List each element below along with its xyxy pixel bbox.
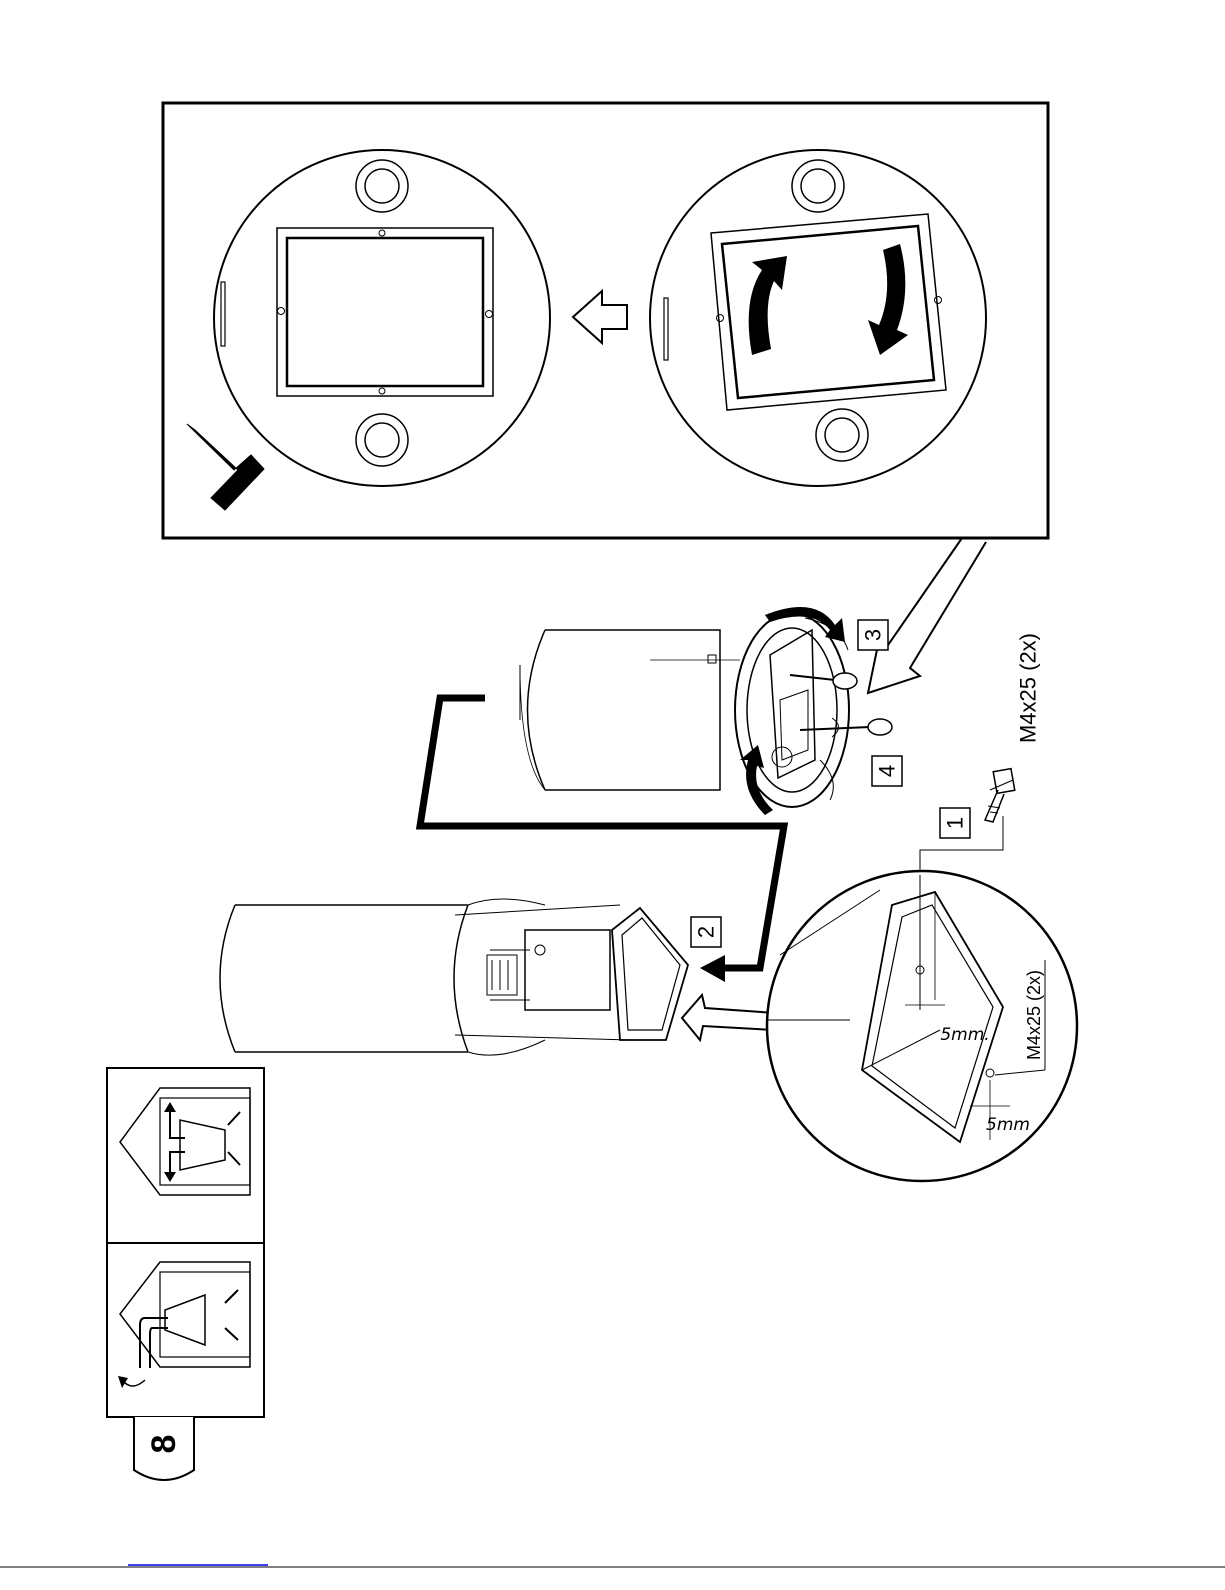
detail-link-arrow: [868, 538, 986, 693]
screw-spec-label: M4x25 (2x): [1016, 633, 1041, 743]
step-1-label: 1: [940, 808, 970, 838]
frame-rotating-circle: [650, 150, 986, 486]
screw-icon: [985, 769, 1015, 822]
hollow-arrow-detail-icon: [682, 995, 775, 1040]
hood-cylinder-top: [520, 607, 892, 815]
frame-rotation-panel: [163, 103, 1048, 538]
hollow-arrow-left-icon: [573, 291, 627, 343]
step-4-text: 4: [875, 765, 900, 777]
step-4-label: 4: [872, 756, 902, 786]
check-mark-icon: [187, 424, 264, 510]
assembly-path-arrow: [420, 698, 784, 968]
step-3-label: 3: [858, 620, 888, 650]
recirculation-icon: [120, 1088, 250, 1195]
gap-dimension-label-1: 5mm.: [940, 1025, 989, 1045]
step-2-label: 2: [691, 917, 721, 947]
hood-cylinder-bottom: [220, 899, 688, 1055]
frame-final-position-circle: [214, 150, 550, 486]
ducted-exhaust-icon: [118, 1262, 250, 1388]
page-number: 8: [145, 1435, 183, 1454]
step-1-text: 1: [943, 817, 968, 829]
mode-icon-box: 8: [107, 1068, 264, 1480]
step-2-text: 2: [694, 926, 719, 938]
gap-dimension-label-2: 5mm: [986, 1115, 1030, 1135]
step-3-text: 3: [861, 629, 886, 641]
screw-spec-detail-label: M4x25 (2x): [1024, 970, 1044, 1060]
